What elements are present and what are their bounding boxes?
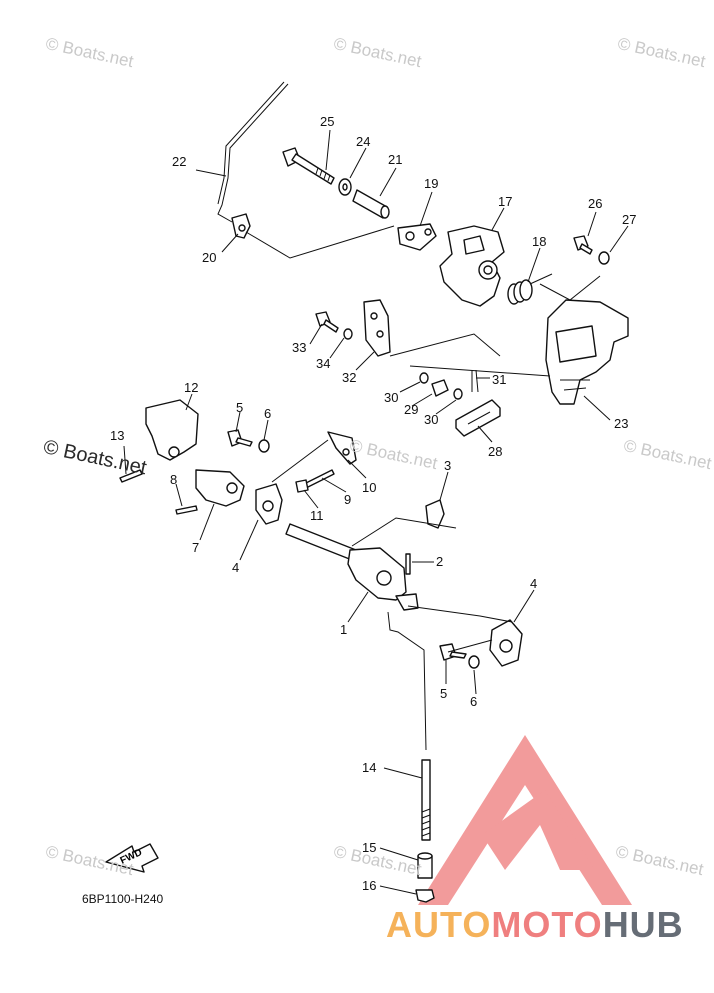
fwd-arrow: FWD (105, 843, 159, 873)
part-2-pin (405, 553, 411, 575)
part-31-pin (471, 369, 479, 393)
label-27: 27 (622, 212, 636, 227)
part-7-lever (195, 469, 245, 507)
label-28: 28 (488, 444, 502, 459)
label-23: 23 (614, 416, 628, 431)
label-4b: 4 (530, 576, 537, 591)
label-6b: 6 (470, 694, 477, 709)
part-18-spring (507, 273, 553, 305)
part-12-bracket (145, 399, 199, 461)
part-labels: 25 24 21 19 17 18 26 27 22 20 33 34 32 3… (110, 114, 636, 893)
label-30b: 30 (424, 412, 438, 427)
logo-triangle (418, 735, 632, 905)
label-1: 1 (340, 622, 347, 637)
part-29-collar (431, 379, 449, 397)
part-34-washer (343, 328, 353, 340)
label-12: 12 (184, 380, 198, 395)
logo-auto: AUTO (386, 904, 492, 945)
part-17-lever (439, 225, 505, 307)
diagram-code: 6BP1100-H240 (82, 892, 164, 906)
label-17: 17 (498, 194, 512, 209)
label-13: 13 (110, 428, 124, 443)
part-25-bolt (282, 147, 335, 185)
part-23-bracket (545, 299, 629, 405)
label-14: 14 (362, 760, 376, 775)
label-11: 11 (310, 508, 324, 523)
part-3-clip (425, 499, 445, 529)
part-20-clip (231, 213, 251, 239)
label-21: 21 (388, 152, 402, 167)
part-14-rod (387, 611, 431, 841)
label-10: 10 (362, 480, 376, 495)
logo-text: AUTOMOTOHUB (386, 904, 684, 946)
label-19: 19 (424, 176, 438, 191)
part-5-bolt-right (439, 643, 467, 661)
label-24: 24 (356, 134, 370, 149)
part-24-washer (338, 178, 352, 196)
part-21-collar (352, 189, 390, 219)
label-25: 25 (320, 114, 334, 129)
part-4-collar-left (255, 483, 283, 525)
label-16: 16 (362, 878, 376, 893)
leader-lines (245, 225, 601, 653)
label-33: 33 (292, 340, 306, 355)
label-34: 34 (316, 356, 330, 371)
label-5a: 5 (236, 400, 243, 415)
part-8-pin (175, 505, 198, 515)
part-22-rod (217, 81, 289, 223)
label-leaders (123, 129, 629, 895)
part-6-washer-right (468, 655, 480, 669)
label-7: 7 (192, 540, 199, 555)
label-30a: 30 (384, 390, 398, 405)
label-26: 26 (588, 196, 602, 211)
label-8: 8 (170, 472, 177, 487)
part-10-plate (327, 431, 357, 465)
label-31: 31 (492, 372, 506, 387)
label-32: 32 (342, 370, 356, 385)
label-15: 15 (362, 840, 376, 855)
part-6-washer-left (258, 439, 270, 453)
part-1-shaft (285, 523, 419, 611)
label-29: 29 (404, 402, 418, 417)
logo-moto: MOTO (491, 904, 603, 945)
part-26-bolt (573, 235, 593, 255)
label-20: 20 (202, 250, 216, 265)
part-30-washers (419, 372, 463, 400)
label-18: 18 (532, 234, 546, 249)
label-5b: 5 (440, 686, 447, 701)
label-9: 9 (344, 492, 351, 507)
logo-hub: HUB (602, 904, 684, 945)
part-9-bolt (295, 469, 335, 493)
part-4-collar-right (489, 619, 523, 667)
part-27-washer (598, 251, 610, 265)
part-5-bolt-left (227, 429, 253, 447)
part-16-nut (415, 889, 435, 903)
part-28-slide (455, 399, 501, 437)
part-13-pin (119, 469, 143, 483)
label-6a: 6 (264, 406, 271, 421)
part-15-collar (417, 852, 433, 879)
part-33-bolt (315, 311, 339, 333)
part-19-link (397, 223, 437, 251)
label-4a: 4 (232, 560, 239, 575)
label-2: 2 (436, 554, 443, 569)
part-32-plate (363, 299, 391, 357)
label-3: 3 (444, 458, 451, 473)
label-22: 22 (172, 154, 186, 169)
